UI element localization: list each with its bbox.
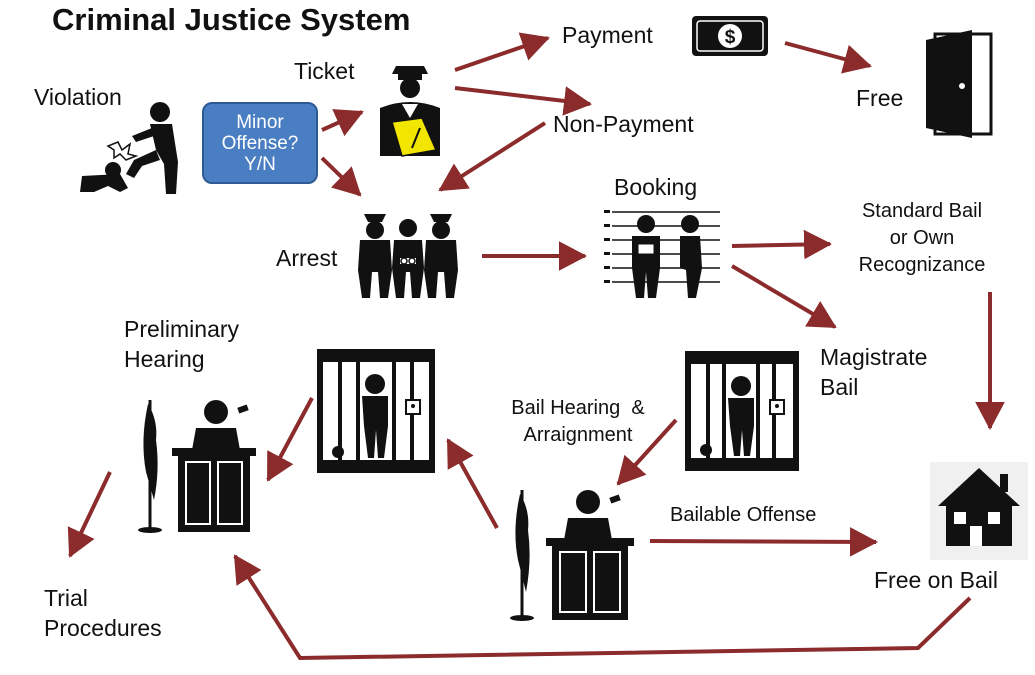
house-icon — [930, 462, 1028, 560]
arrow-jail-to-preliminary — [266, 397, 314, 482]
trial-procedures-label: Trial Procedures — [44, 585, 162, 641]
arrow-decision-to-ticket — [321, 109, 364, 137]
jail-cell-icon — [317, 349, 435, 473]
arrow-decision-to-arrest — [320, 156, 362, 197]
standard-bail-label: Standard Bail or Own Recognizance — [858, 200, 986, 276]
payment-label: Payment — [562, 22, 653, 48]
minor-offense-decision: Minor Offense? Y/N — [202, 102, 318, 184]
non-payment-label: Non-Payment — [553, 111, 694, 137]
dollar-bill-icon: $ — [692, 16, 768, 56]
fight-icon — [80, 102, 178, 194]
arrow-booking-to-standard-bail — [731, 229, 832, 260]
police-officer-icon — [380, 66, 440, 157]
mugshot-lineup-icon — [604, 210, 720, 298]
svg-text:$: $ — [725, 27, 736, 48]
free-on-bail-label: Free on Bail — [874, 567, 999, 593]
bail-hearing-label: Bail Hearing & Arraignment — [511, 397, 645, 446]
bailable-offense-label: Bailable Offense — [670, 504, 817, 526]
arrow-ticket-to-payment — [454, 32, 550, 72]
ticket-label: Ticket — [294, 58, 355, 84]
arrest-label: Arrest — [276, 245, 338, 271]
arrow-bail-hearing-to-jail — [446, 438, 499, 529]
magistrate-bail-label: Magistrate Bail — [820, 344, 928, 400]
open-door-icon — [926, 30, 993, 138]
page-title: Criminal Justice System — [52, 2, 411, 37]
arrow-free-on-bail-to-preliminary — [233, 554, 972, 661]
jail-cell-icon — [685, 351, 799, 471]
arrow-booking-to-magistrate-bail — [730, 264, 837, 329]
judge-icon — [138, 400, 256, 533]
arrest-icon — [358, 214, 458, 298]
arrow-ticket-to-nonpayment — [454, 86, 592, 116]
violation-label: Violation — [34, 84, 122, 110]
arrow-jail-to-bail-hearing — [616, 418, 678, 486]
arrow-nonpayment-to-arrest — [438, 121, 547, 192]
booking-label: Booking — [614, 174, 698, 200]
free-label: Free — [856, 85, 904, 111]
arrow-bail-hearing-to-free-on-bail — [649, 527, 878, 557]
arrow-payment-to-free — [784, 41, 872, 74]
arrows — [67, 32, 1005, 661]
arrow-preliminary-to-trial — [67, 471, 112, 558]
preliminary-hearing-label: Preliminary Hearing — [124, 316, 240, 372]
judge-icon — [510, 490, 634, 621]
